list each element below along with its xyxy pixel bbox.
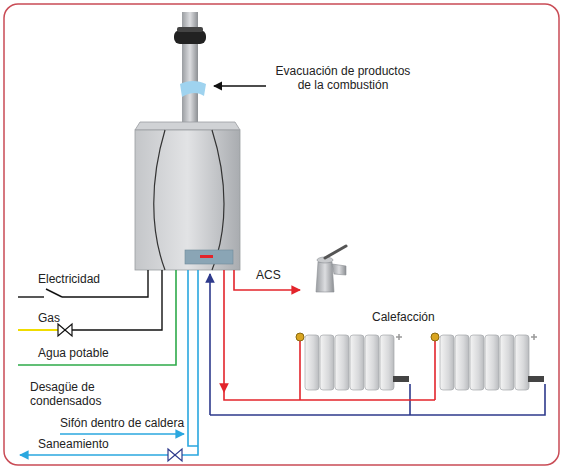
supply-label: Agua potable bbox=[38, 346, 109, 360]
supply-label: Saneamiento bbox=[38, 437, 109, 451]
radiator bbox=[431, 333, 544, 390]
supply-label: Desagüe de condensados bbox=[30, 380, 130, 408]
flue-label: Evacuación de productos de la combustión bbox=[268, 64, 418, 92]
water-pipe bbox=[18, 270, 176, 365]
component-label: Sifón dentro de caldera bbox=[60, 416, 184, 430]
supply-label: Electricidad bbox=[38, 272, 100, 286]
circuit-label: Calefacción bbox=[372, 310, 435, 324]
heating-return bbox=[210, 274, 545, 415]
electric-wire bbox=[18, 270, 148, 297]
outlet-label: ACS bbox=[256, 268, 281, 282]
flue-pipe bbox=[174, 12, 206, 124]
faucet bbox=[316, 246, 346, 292]
flue-arrow bbox=[214, 85, 266, 86]
boiler bbox=[135, 122, 240, 270]
drain-pipes bbox=[20, 270, 198, 461]
frame bbox=[4, 4, 559, 465]
gas-pipe bbox=[18, 270, 162, 336]
radiator bbox=[296, 333, 409, 390]
supply-label: Gas bbox=[38, 311, 60, 325]
